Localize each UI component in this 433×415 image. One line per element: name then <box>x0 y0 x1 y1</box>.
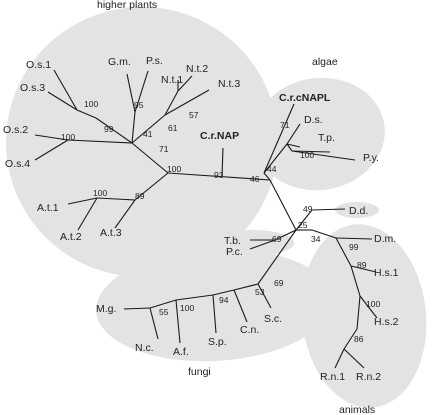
bootstrap-value: 100 <box>300 150 314 160</box>
bootstrap-value: 100 <box>180 303 194 313</box>
taxon-label: S.c. <box>264 313 282 325</box>
taxon-label: G.m. <box>108 56 131 68</box>
taxon-label: A.t.3 <box>100 227 122 239</box>
taxon-label: H.s.1 <box>374 267 399 279</box>
bootstrap-value: 41 <box>143 129 153 139</box>
bootstrap-value: 71 <box>159 144 169 154</box>
taxon-label: A.f. <box>173 346 189 358</box>
animals-region <box>301 224 427 408</box>
bootstrap-value: 57 <box>189 110 199 120</box>
bootstrap-value: 100 <box>167 164 181 174</box>
bootstrap-value: 100 <box>61 132 75 142</box>
bootstrap-value: 44 <box>267 164 277 174</box>
bootstrap-value: 49 <box>303 204 313 214</box>
bootstrap-value: 95 <box>134 100 144 110</box>
bootstrap-value: 100 <box>84 99 98 109</box>
taxon-label: N.t.2 <box>186 63 208 75</box>
bootstrap-value: 69 <box>272 234 282 244</box>
taxon-label: D.m. <box>374 233 396 245</box>
bootstrap-value: 71 <box>280 120 290 130</box>
bootstrap-value: 55 <box>159 307 169 317</box>
bootstrap-value: 46 <box>250 174 260 184</box>
taxon-label: O.s.4 <box>5 158 30 170</box>
taxon-label: C.r.cNAPL <box>279 92 331 104</box>
taxon-label: T.p. <box>318 132 335 144</box>
group-label-higher-plants: higher plants <box>97 0 157 11</box>
bootstrap-value: 53 <box>255 287 265 297</box>
algae-region <box>253 77 385 191</box>
taxon-label: N.t.3 <box>218 78 240 90</box>
bootstrap-value: 100 <box>93 188 107 198</box>
bootstrap-value: 69 <box>274 278 284 288</box>
taxon-label: R.n.2 <box>356 371 381 383</box>
taxon-label: D.d. <box>349 205 368 217</box>
bootstrap-value: 34 <box>311 234 321 244</box>
bootstrap-value: 86 <box>354 334 364 344</box>
taxon-label: A.t.2 <box>60 231 82 243</box>
taxon-label: P.c. <box>226 246 243 258</box>
group-label-algae: algae <box>312 56 338 68</box>
taxon-label: P.s. <box>146 55 163 67</box>
taxon-label: A.t.1 <box>37 202 59 214</box>
taxon-label: N.t.1 <box>161 74 183 86</box>
taxon-label: C.n. <box>240 324 259 336</box>
taxon-label: M.g. <box>96 303 116 315</box>
group-label-animals: animals <box>339 404 375 415</box>
bootstrap-value: 94 <box>219 295 229 305</box>
tree-branches <box>34 69 378 369</box>
bootstrap-value: 100 <box>366 299 380 309</box>
higher-plants-region <box>6 7 278 277</box>
bootstrap-value: 89 <box>357 260 367 270</box>
bootstrap-value: 61 <box>168 123 178 133</box>
bootstrap-value: 99 <box>349 242 359 252</box>
bootstrap-value: 25 <box>298 220 308 230</box>
taxon-label: H.s.2 <box>374 316 399 328</box>
taxon-label: O.s.1 <box>26 59 51 71</box>
bootstrap-value: 93 <box>214 170 224 180</box>
bootstrap-value: 89 <box>135 191 145 201</box>
taxon-label: S.p. <box>208 336 227 348</box>
group-label-fungi: fungi <box>188 366 211 378</box>
dd-region <box>335 202 379 218</box>
taxon-label: P.y. <box>363 152 379 164</box>
taxon-label: T.b. <box>224 235 241 247</box>
taxon-label: D.s. <box>304 114 323 126</box>
taxon-label: C.r.NAP <box>200 130 239 142</box>
taxon-label: N.c. <box>135 342 154 354</box>
taxon-label: R.n.1 <box>320 371 345 383</box>
taxon-label: O.s.3 <box>20 82 45 94</box>
bootstrap-value: 99 <box>104 124 114 134</box>
taxon-label: O.s.2 <box>3 124 28 136</box>
